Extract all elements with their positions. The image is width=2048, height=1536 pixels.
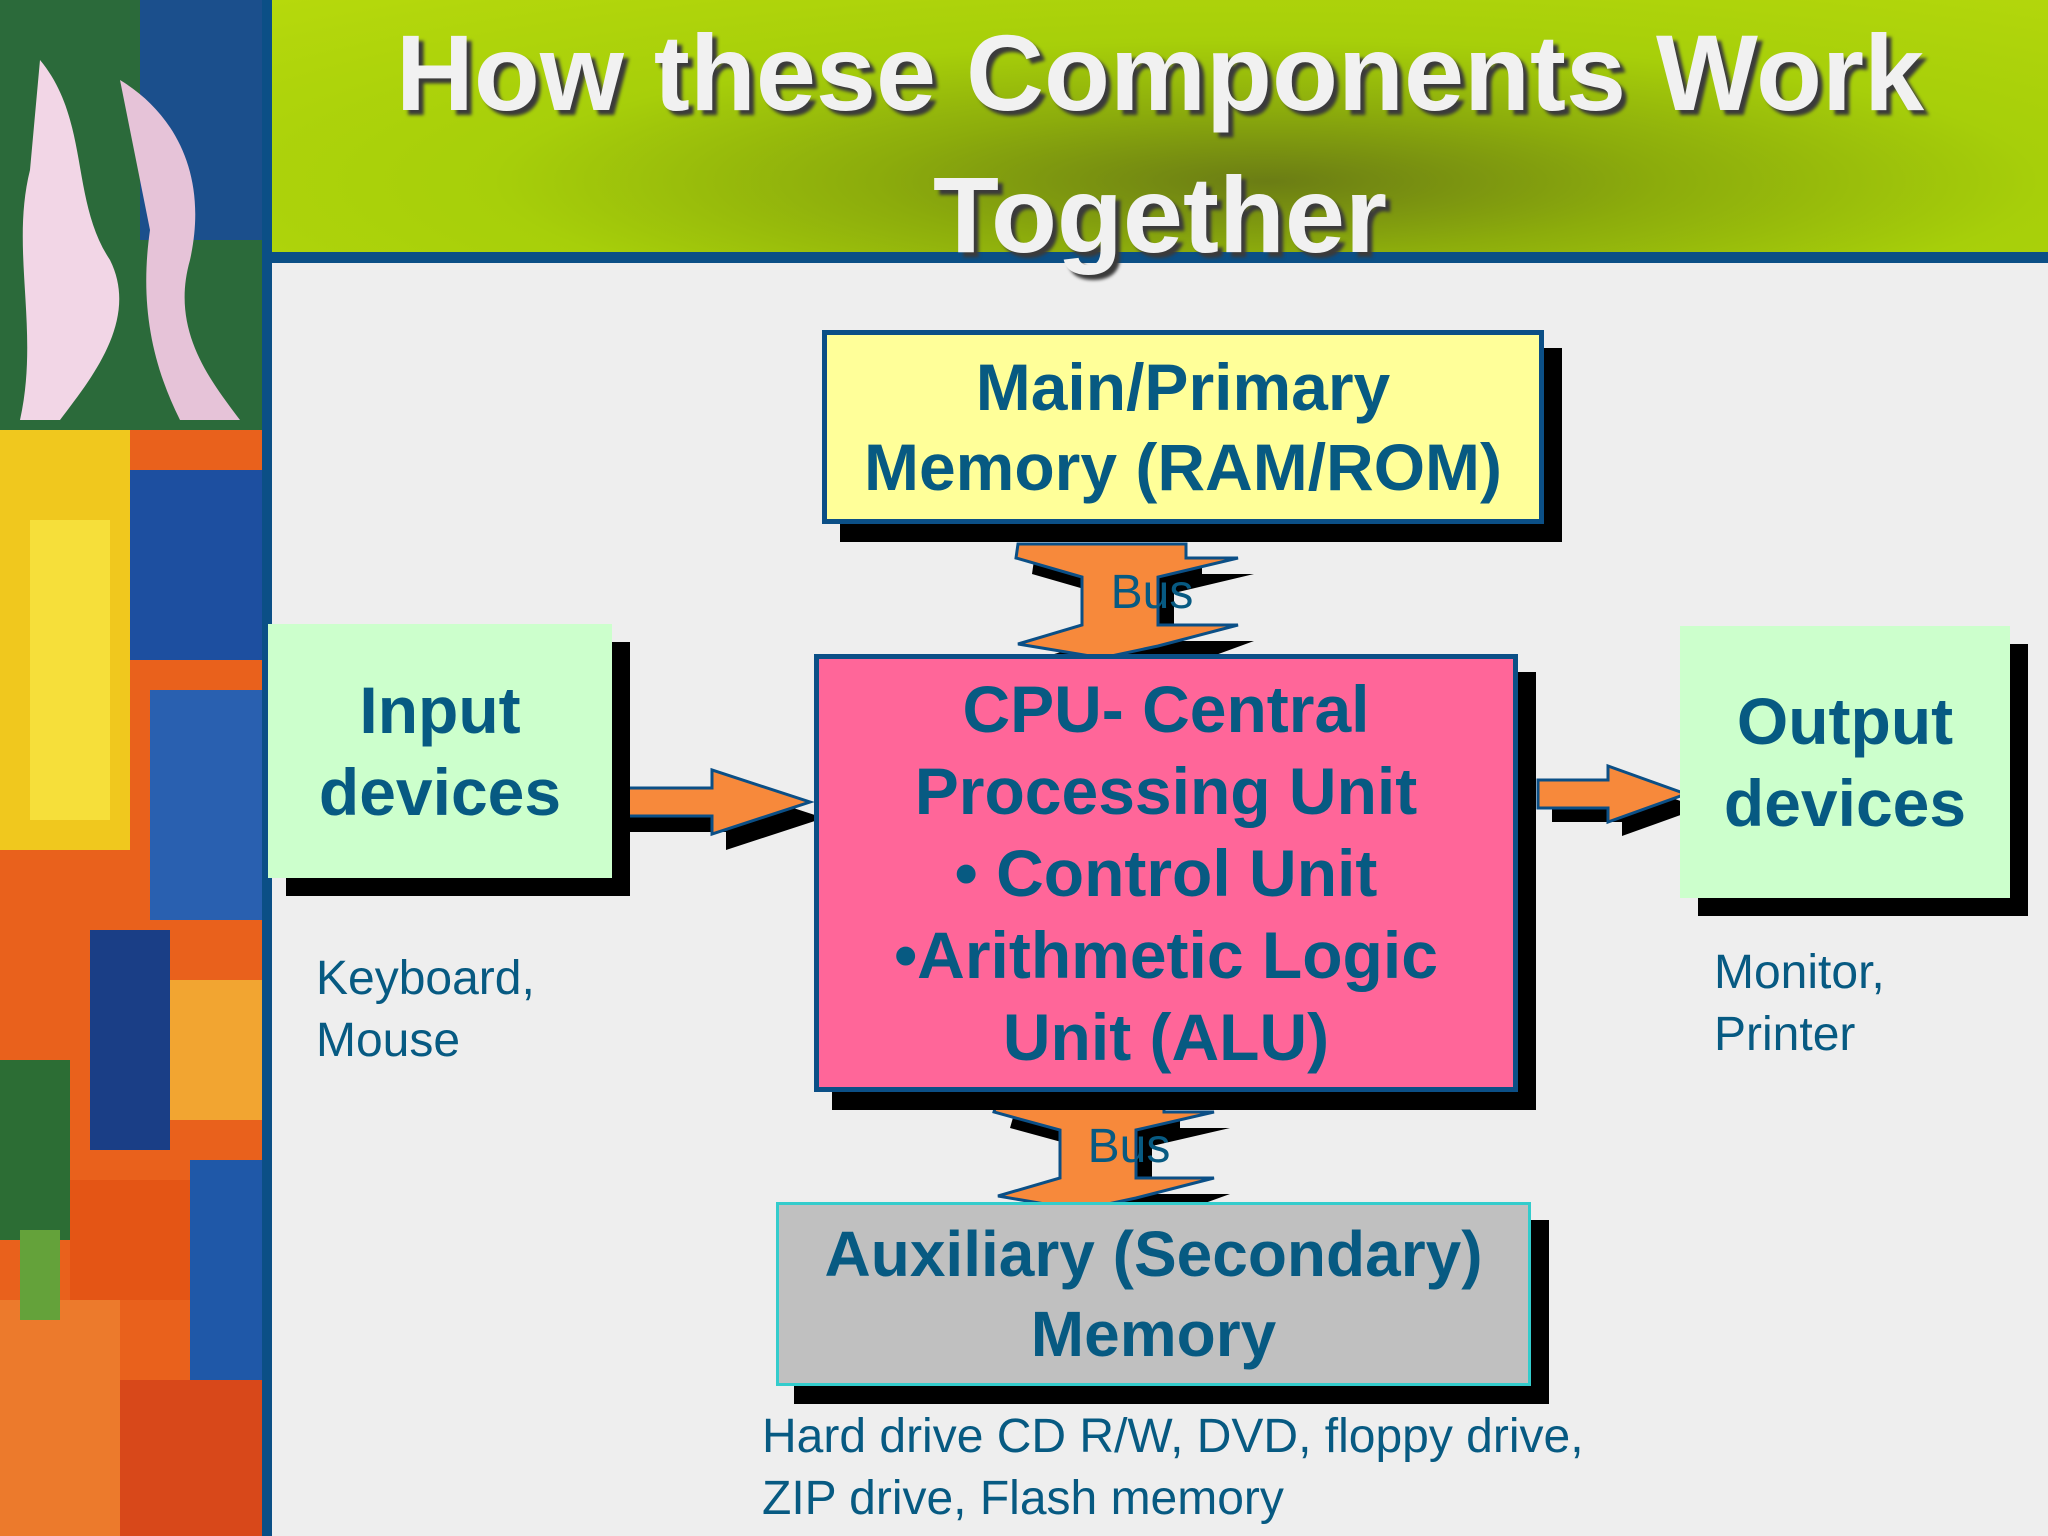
cpu-box: CPU- Central Processing Unit • Control U… bbox=[814, 654, 1518, 1092]
vertical-divider bbox=[262, 0, 272, 1536]
bus-label-top: Bus bbox=[1110, 566, 1194, 619]
auxiliary-memory-box: Auxiliary (Secondary) Memory bbox=[776, 1202, 1531, 1386]
input-devices-label: Input devices bbox=[318, 673, 562, 829]
input-devices-box: Input devices bbox=[268, 624, 612, 878]
title-banner bbox=[272, 0, 2048, 252]
slide-title: How these Components Work Together bbox=[395, 12, 1925, 275]
bus-arrow-top bbox=[1014, 542, 1254, 660]
main-memory-label: Main/Primary Memory (RAM/ROM) bbox=[864, 350, 1502, 504]
main-memory-box: Main/Primary Memory (RAM/ROM) bbox=[822, 330, 1544, 524]
input-to-cpu-arrow bbox=[606, 767, 824, 850]
bus-arrow-bottom bbox=[992, 1096, 1230, 1212]
output-devices-label: Output devices bbox=[1723, 684, 1967, 840]
auxiliary-memory-label: Auxiliary (Secondary) Memory bbox=[824, 1218, 1483, 1370]
bus-label-bottom: Bus bbox=[1087, 1120, 1171, 1173]
decorative-painting bbox=[0, 0, 262, 1536]
header-divider bbox=[272, 252, 2048, 263]
input-devices-examples: Keyboard, Mouse bbox=[316, 952, 535, 1067]
auxiliary-memory-examples: Hard drive CD R/W, DVD, floppy drive, ZI… bbox=[762, 1410, 1584, 1525]
output-devices-box: Output devices bbox=[1680, 626, 2010, 898]
cpu-label: CPU- Central Processing Unit • Control U… bbox=[894, 672, 1438, 1074]
output-devices-examples: Monitor, Printer bbox=[1714, 946, 1885, 1061]
cpu-to-output-arrow bbox=[1536, 763, 1700, 836]
